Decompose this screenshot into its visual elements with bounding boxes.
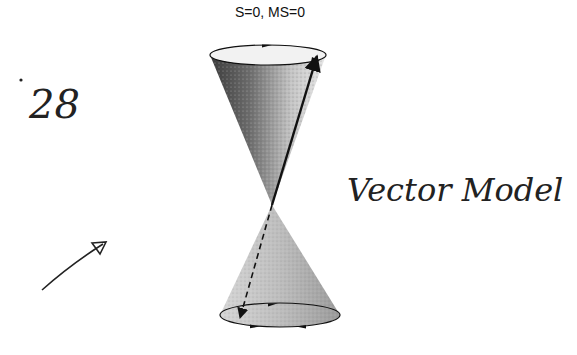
pointer-arrowhead — [92, 242, 106, 254]
diagram-title: S=0, MS=0 — [235, 4, 305, 20]
rim-arrow — [250, 325, 260, 329]
rim-arrow — [262, 45, 272, 48]
upper-rim — [210, 45, 326, 65]
lower-cone — [220, 205, 340, 327]
pointer-arrow — [42, 244, 103, 290]
pen-dot — [19, 78, 22, 81]
page-number: 28 — [29, 81, 80, 127]
rim-arrow — [296, 325, 306, 329]
upper-cone-stipple — [210, 45, 326, 205]
rim-arrow — [268, 303, 278, 306]
spin-vector — [272, 56, 317, 205]
lower-cone-stipple — [220, 205, 340, 327]
spin-vector-dashed — [240, 205, 272, 318]
lower-rim — [220, 303, 340, 327]
handwritten-note: Vector Model — [347, 171, 563, 209]
upper-cone — [210, 45, 326, 205]
